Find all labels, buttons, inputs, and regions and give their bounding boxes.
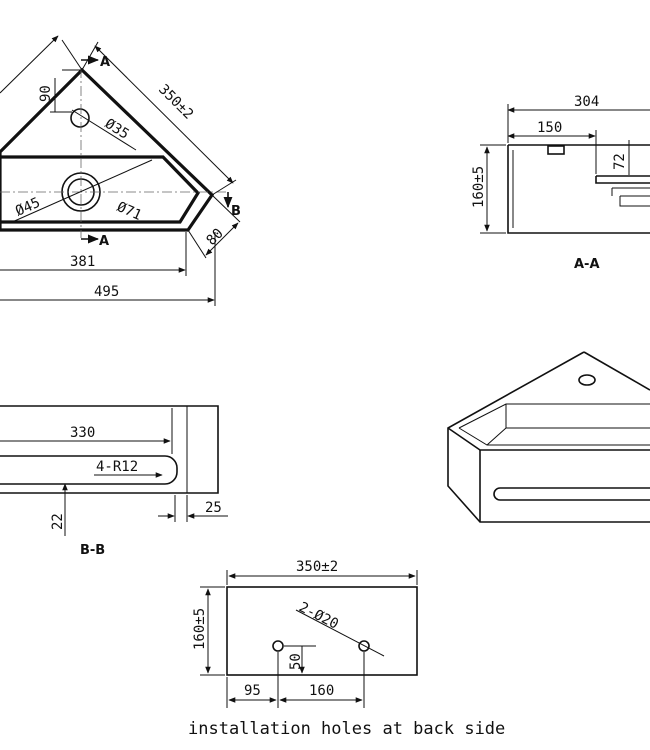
iso-outline xyxy=(447,351,650,523)
section-bb-body xyxy=(0,405,219,494)
section-a-bottom: A xyxy=(99,234,109,249)
dim-495: 495 xyxy=(94,284,119,300)
iso-tap-hole xyxy=(578,374,596,386)
install-hole-right xyxy=(358,640,370,652)
dim-160-back: 160±5 xyxy=(192,608,208,650)
section-bb-slot xyxy=(0,455,178,485)
dim-350-back: 350±2 xyxy=(296,559,338,575)
dim-25: 25 xyxy=(205,500,222,516)
tap-hole xyxy=(70,108,90,128)
dim-22: 22 xyxy=(50,513,66,530)
section-b-marker: B xyxy=(231,204,241,219)
dim-d71: Ø71 xyxy=(114,199,144,224)
section-aa: 304 150 72 160±5 A-A xyxy=(471,94,650,272)
dim-d45: Ø45 xyxy=(13,195,43,220)
dim-r12: 4-R12 xyxy=(96,459,138,475)
back-panel xyxy=(226,586,418,676)
dim-90: 90 xyxy=(38,85,54,102)
section-bb: 330 4-R12 22 25 B-B xyxy=(0,405,228,558)
dim-50: 50 xyxy=(288,653,304,670)
dim-350-top: 350±2 xyxy=(155,82,196,123)
dim-160b: 160 xyxy=(309,683,334,699)
install-hole-left xyxy=(272,640,284,652)
back-view: 350±2 160±5 2-Ø20 50 95 160 installation… xyxy=(188,559,505,739)
dim-160-aa: 160±5 xyxy=(471,166,487,208)
dim-150: 150 xyxy=(537,120,562,136)
section-aa-label: A-A xyxy=(574,257,600,272)
back-view-caption: installation holes at back side xyxy=(188,719,505,739)
section-bb-label: B-B xyxy=(80,543,105,558)
dim-330: 330 xyxy=(70,425,95,441)
section-a-top: A xyxy=(100,55,110,70)
dim-95: 95 xyxy=(244,683,261,699)
iso-slot xyxy=(493,487,650,501)
dim-381: 381 xyxy=(70,254,95,270)
dim-holes: 2-Ø20 xyxy=(296,599,341,632)
dim-d35: Ø35 xyxy=(102,116,132,143)
dim-72: 72 xyxy=(612,153,628,170)
isometric-view xyxy=(447,351,650,523)
top-view: A A B 350±2 90 Ø35 Ø45 Ø71 80 38 xyxy=(0,35,241,306)
dim-304: 304 xyxy=(574,94,599,110)
